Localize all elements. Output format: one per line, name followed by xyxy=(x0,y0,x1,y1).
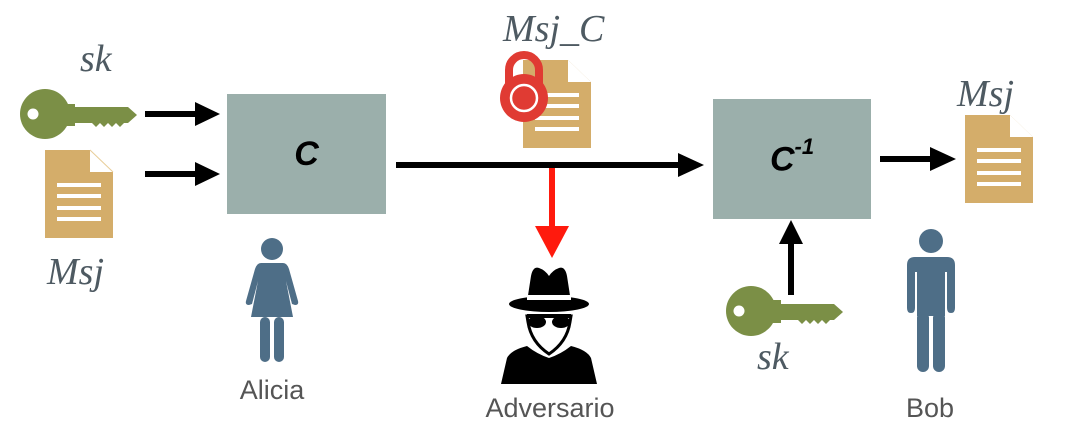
spy-icon xyxy=(501,267,597,384)
actor-label-bob: Bob xyxy=(905,393,955,423)
actor-label-alicia: Alicia xyxy=(239,375,305,405)
key-icon-right xyxy=(726,286,843,336)
sk-label-left: sk xyxy=(80,38,112,80)
arrow-key-to-encrypt xyxy=(145,102,220,126)
decrypt-box-label: C-1 xyxy=(769,134,815,179)
encrypt-box: C xyxy=(227,94,386,214)
document-icon xyxy=(45,149,114,238)
arrow-decrypt-to-msg xyxy=(880,147,956,171)
key-icon xyxy=(20,89,137,139)
man-icon xyxy=(907,229,955,372)
intercept-arrow xyxy=(535,168,569,258)
msj-label-left: Msj xyxy=(47,251,104,293)
document-icon-output xyxy=(965,115,1033,203)
arrow-key-to-decrypt xyxy=(779,220,803,295)
msj-c-label: Msj_C xyxy=(503,8,605,50)
lock-icon xyxy=(500,51,548,122)
arrow-msg-to-encrypt xyxy=(145,162,220,186)
decrypt-box: C-1 xyxy=(713,99,871,219)
woman-icon xyxy=(245,238,299,362)
msj-label-right: Msj xyxy=(957,73,1014,115)
encrypt-box-label: C xyxy=(294,134,319,173)
sk-label-right: sk xyxy=(757,336,789,378)
arrow-channel xyxy=(396,153,704,177)
actor-label-adversary: Adversario xyxy=(485,393,615,423)
